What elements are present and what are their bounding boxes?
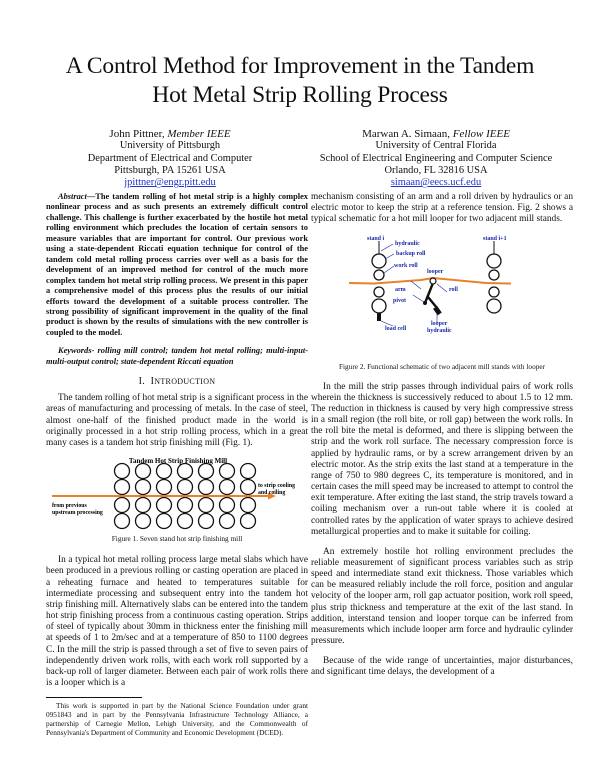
paper-title: A Control Method for Improvement in the … — [0, 52, 600, 110]
author-role: Fellow IEEE — [452, 128, 510, 140]
fig2-looper-mechanism — [423, 277, 442, 316]
fig1-roll — [197, 496, 215, 514]
fig2-label-backup-roll: backup roll — [396, 251, 426, 257]
keywords-label: Keywords — [58, 346, 92, 356]
fig1-roll — [218, 512, 236, 530]
fig1-roll — [239, 462, 257, 480]
author-name: Marwan A. Simaan, — [362, 128, 451, 140]
fig2-label-hydraulic: hydraulic — [395, 241, 420, 247]
author-affiliation: University of Pittsburgh — [119, 140, 221, 152]
footnote-text: This work is supported in part by the Na… — [46, 701, 308, 737]
fig1-roll — [155, 478, 173, 496]
fig1-roll — [176, 478, 194, 496]
fig1-title: Tandem Hot Strip Finishing Mill — [129, 457, 227, 465]
fig1-roll — [239, 512, 257, 530]
title-line-2: Hot Metal Strip Rolling Process — [152, 82, 448, 108]
fig2-label-looper-hydraulic-2: hydraulic — [427, 328, 452, 334]
fig2-stand-i-plus-1 — [486, 241, 502, 315]
fig1-roll — [176, 496, 194, 514]
fig2-leader-lines — [380, 244, 448, 327]
abstract-text: —The tandem rolling of hot metal strip i… — [46, 192, 308, 337]
fig1-roll — [134, 512, 152, 530]
figure-2-caption: Figure 2. Functional schematic of two ad… — [338, 361, 546, 371]
fig1-roll — [239, 496, 257, 514]
author-block-2: Marwan A. Simaan, Fellow IEEE University… — [301, 128, 571, 189]
fig1-roll — [197, 512, 215, 530]
right-paragraph-4: Because of the wide range of uncertainti… — [311, 656, 573, 678]
fig2-strip — [348, 277, 512, 285]
fig1-roll — [155, 512, 173, 530]
fig1-roll-stands — [113, 462, 257, 530]
author-department: Department of Electrical and Computer — [87, 152, 253, 164]
fig1-roll — [134, 496, 152, 514]
fig2-label-stand-i1: stand i+1 — [483, 236, 507, 242]
figure-1: Tandem Hot Strip Finishing Mill from pre… — [46, 454, 308, 543]
fig1-roll — [218, 462, 236, 480]
fig1-roll — [134, 462, 152, 480]
fig2-stand-i — [371, 241, 387, 322]
right-paragraph-1: mechanism consisting of an arm and a rol… — [311, 192, 573, 225]
author-role: Member IEEE — [167, 128, 231, 140]
title-line-1: A Control Method for Improvement in the … — [65, 53, 535, 79]
figure-2-diagram: stand i stand i+1 hydraulic backup roll … — [348, 236, 512, 334]
fig1-roll — [155, 462, 173, 480]
author-address: Pittsburgh, PA 15261 USA — [114, 164, 226, 176]
figure-1-diagram: Tandem Hot Strip Finishing Mill from pre… — [52, 457, 295, 530]
keywords: Keywords- rolling mill control; tandem h… — [46, 346, 308, 367]
intro-paragraph-1: The tandem rolling of hot metal strip is… — [46, 393, 308, 448]
fig2-label-load-cell: load cell — [385, 326, 406, 332]
fig1-roll — [176, 512, 194, 530]
author-block-1: John Pittner, Member IEEE University of … — [35, 128, 305, 189]
fig1-roll — [197, 478, 215, 496]
figure-2: stand i stand i+1 hydraulic backup roll … — [311, 233, 573, 370]
author-email-link[interactable]: simaan@eecs.ucf.edu — [390, 177, 482, 189]
fig1-roll — [218, 496, 236, 514]
author-email-link[interactable]: jpittner@engr.pitt.edu — [124, 177, 216, 189]
fig2-label-looper: looper — [427, 269, 444, 275]
fig2-label-looper-hydraulic-1: looper — [431, 321, 448, 327]
fig2-label-arm: arm — [395, 287, 406, 293]
fig1-left-label-1: from previous — [52, 503, 87, 509]
fig1-roll — [197, 462, 215, 480]
right-paragraph-3: An extremely hostile hot rolling environ… — [311, 546, 573, 647]
abstract: Abstract—The tandem rolling of hot metal… — [46, 192, 308, 338]
keywords-text: - rolling mill control; tandem hot metal… — [46, 346, 308, 366]
fig1-right-label-1: to strip cooling — [258, 483, 295, 489]
fig2-label-pivot: pivot — [393, 298, 406, 304]
intro-paragraph-2: In a typical hot metal rolling process l… — [46, 555, 308, 688]
abstract-label: Abstract — [58, 192, 87, 201]
section-title-rest: NTRODUCTION — [154, 377, 216, 387]
fig1-roll — [176, 462, 194, 480]
section-first-letter: I — [150, 376, 155, 388]
fig1-roll — [134, 478, 152, 496]
section-heading-introduction: I. INTRODUCTION — [46, 376, 308, 387]
fig1-roll — [113, 462, 131, 480]
author-affiliation: University of Central Florida — [375, 140, 497, 152]
fig1-right-label-2: and coiling — [258, 490, 285, 496]
fig1-roll — [113, 512, 131, 530]
fig1-roll — [113, 496, 131, 514]
author-department: School of Electrical Engineering and Com… — [319, 152, 553, 164]
author-name: John Pittner, — [109, 128, 165, 140]
author-address: Orlando, FL 32816 USA — [384, 164, 488, 176]
footnote-rule — [46, 697, 142, 698]
footnote-block: This work is supported in part by the Na… — [46, 697, 308, 738]
right-column: mechanism consisting of an arm and a rol… — [311, 192, 573, 679]
left-column: Abstract—The tandem rolling of hot metal… — [46, 192, 308, 737]
fig1-roll — [155, 496, 173, 514]
fig2-label-work-roll: work roll — [394, 263, 418, 269]
fig2-label-roll: roll — [449, 287, 458, 293]
fig1-roll — [239, 478, 257, 496]
fig2-label-stand-i: stand i — [367, 236, 385, 242]
fig1-strip-arrow — [268, 492, 276, 500]
fig1-roll — [113, 478, 131, 496]
right-paragraph-2: In the mill the strip passes through ind… — [311, 381, 573, 537]
fig1-left-label-2: upstream processing — [52, 510, 103, 516]
fig1-roll — [218, 478, 236, 496]
figure-1-caption: Figure 1. Seven stand hot strip finishin… — [111, 534, 243, 544]
section-number: I. — [138, 376, 146, 388]
